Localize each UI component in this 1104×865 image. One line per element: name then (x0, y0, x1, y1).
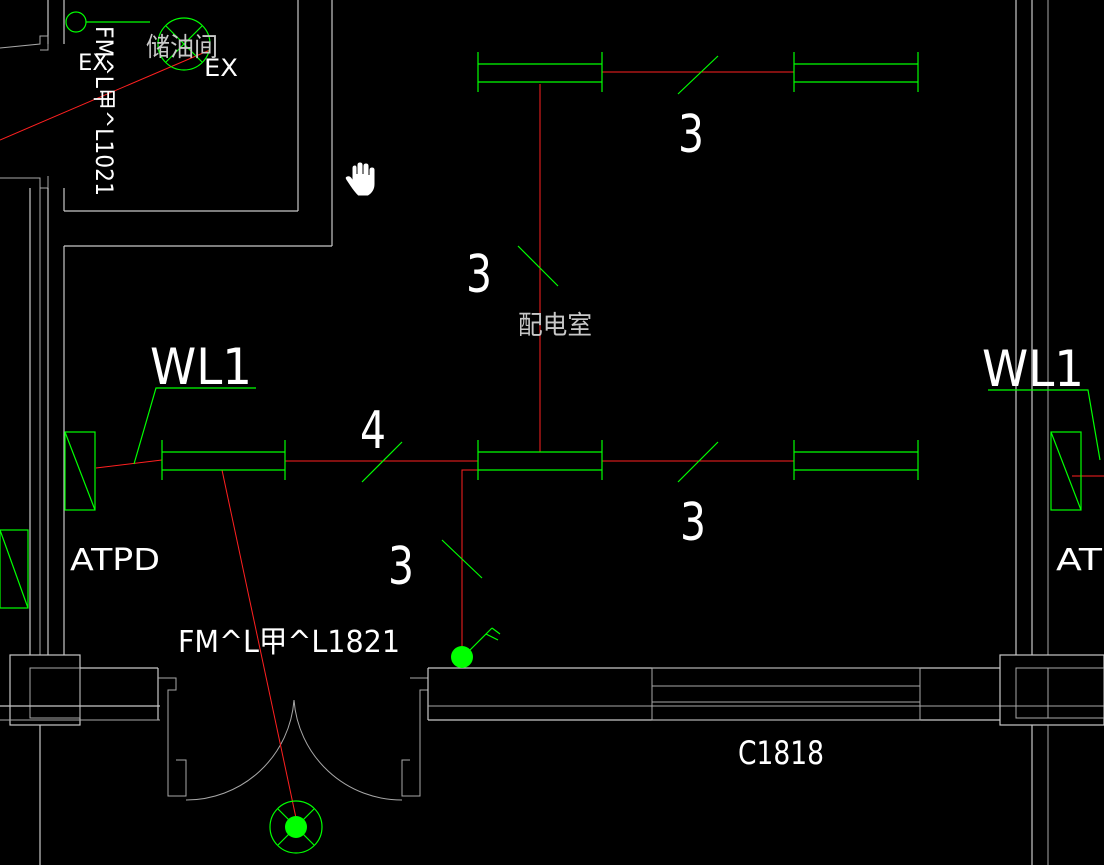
hand-pan-cursor-icon (344, 161, 376, 197)
ceiling-light-symbol (157, 17, 211, 71)
door-label-bottom: FM^L甲^L1821 (178, 625, 400, 660)
wire-count-top: 3 (678, 105, 704, 165)
fixtures (0, 11, 1101, 854)
ex-label-right: EX (204, 54, 238, 82)
wire-count-right: 3 (680, 493, 706, 553)
distribution-panel-symbol (0, 529, 29, 609)
door-label-top: FM^L甲^L1021 (90, 26, 118, 196)
circuit-label-right: WL1 (982, 340, 1084, 398)
light-fixture-symbol (477, 440, 603, 480)
wire-count-mid-vertical: 3 (466, 245, 492, 305)
switch-symbol (451, 627, 501, 668)
light-fixture-symbol (161, 440, 286, 480)
circuit-label-left: WL1 (150, 338, 252, 396)
wiring (0, 49, 1104, 819)
ceiling-light-symbol (269, 800, 323, 854)
ex-label-left: EX (78, 51, 108, 76)
wire-count-left: 4 (360, 401, 386, 461)
room-name-top: 储油间 (146, 33, 218, 63)
window-label: C1818 (738, 734, 824, 772)
distribution-panel-symbol (64, 431, 96, 511)
light-fixture-symbol (477, 52, 603, 92)
labels: 3 3 配电室 WL1 WL1 4 3 ATPD AT 3 FM^L甲^L182… (70, 26, 1103, 772)
light-fixture-symbol (793, 52, 919, 92)
distribution-panel-symbol (1050, 431, 1082, 511)
panel-label-left: ATPD (70, 543, 160, 578)
wire-count-switch: 3 (388, 537, 414, 597)
panel-label-right: AT (1056, 543, 1103, 578)
room-name: 配电室 (518, 311, 592, 341)
light-fixture-symbol (793, 440, 919, 480)
